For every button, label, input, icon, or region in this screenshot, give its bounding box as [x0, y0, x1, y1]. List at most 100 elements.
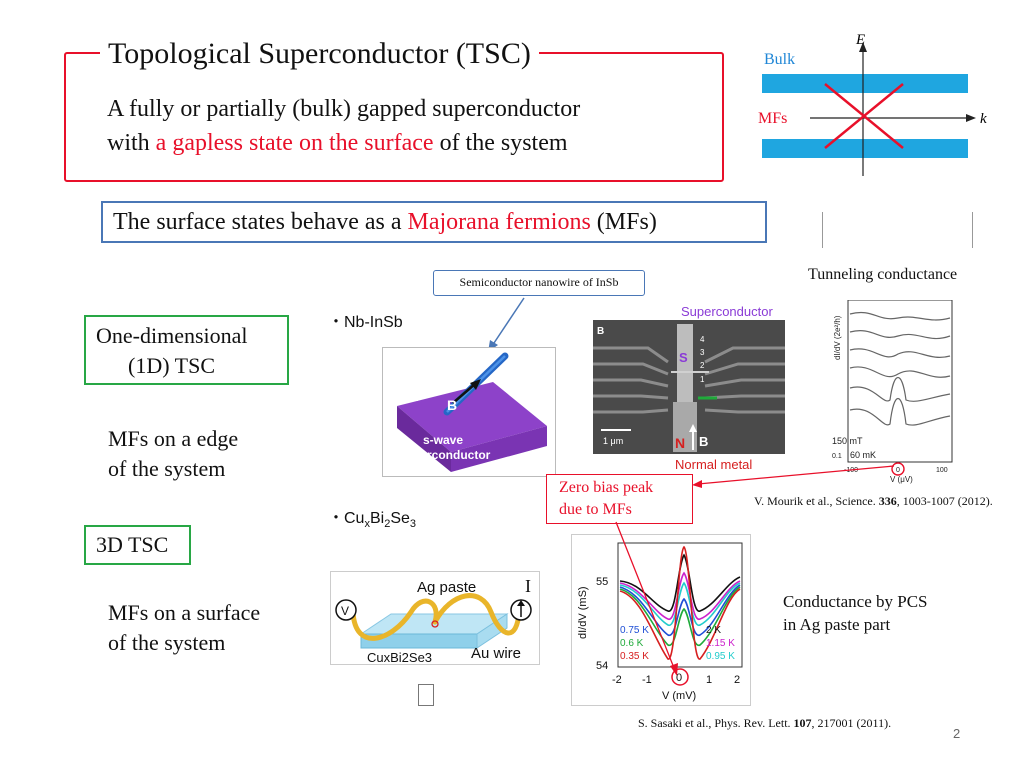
gate-1: 1 [700, 375, 705, 384]
bso-label: B [409, 373, 419, 390]
sasaki-reference: S. Sasaki et al., Phys. Rev. Lett. 107, … [638, 716, 891, 731]
three-d-desc-line-2: of the system [108, 630, 226, 655]
legend-095k: 0.95 K [706, 651, 735, 662]
tunneling-xtick-pos: 100 [936, 467, 948, 474]
sem-b-arrow-label: B [699, 434, 708, 449]
bso-sub: so [419, 382, 430, 393]
bulk-label: Bulk [764, 51, 795, 68]
zbp-line-2: due to MFs [559, 501, 632, 518]
voltmeter-label: V [341, 604, 349, 618]
legend-2k: 2 K [706, 625, 721, 636]
sasaki-ref-prefix: S. Sasaki et al., Phys. Rev. Lett. [638, 716, 794, 730]
mourik-reference: V. Mourik et al., Science. 336, 1003-100… [754, 494, 993, 509]
substrate-line-2: superconductor [399, 448, 491, 462]
momentum-axis-arrow [966, 114, 976, 122]
legend-115k: 1.15 K [706, 638, 735, 649]
zbp-line-1: Zero bias peak [559, 479, 654, 496]
mourik-ref-suffix: , 1003-1007 (2012). [896, 494, 993, 508]
mf-dispersion-b [824, 83, 904, 149]
energy-axis-arrow [859, 42, 867, 52]
sem-superconductor-label: Superconductor [681, 304, 773, 319]
crystal-label: CuxBi2Se3 [367, 650, 432, 664]
nanowire-schematic: Bso B s-wave superconductor [397, 352, 547, 472]
one-d-label-line-1: One-dimensional [96, 323, 248, 348]
mourik-ref-prefix: V. Mourik et al., Science. [754, 494, 879, 508]
one-d-tsc-box: One-dimensional (1D) TSC [84, 315, 289, 385]
one-d-desc-line-1: MFs on a edge [108, 426, 239, 451]
tunneling-xtick-zero: 0 [896, 467, 900, 474]
definition-line-2: with a gapless state on the surface of t… [107, 126, 707, 160]
cubise-prefix: ・Cu [328, 510, 365, 527]
bracket-left [822, 212, 823, 248]
zbp-arrow-2 [615, 521, 678, 676]
bulk-band-lower [762, 139, 968, 158]
tunneling-annot-scale: 0.1 [832, 453, 842, 460]
sem-normal-metal-label: Normal metal [675, 457, 752, 472]
tunneling-plot: dI/dV (2e²/h) 150 mT 0.1 60 mK -100 0 10… [832, 300, 953, 484]
sasaki-ref-volume: 107 [793, 716, 812, 730]
cubise-label: ・CuxBi2Se3 [328, 504, 416, 530]
tunneling-xlabel: V (μV) [890, 475, 913, 484]
band-diagram: E k Bulk MFs [758, 32, 987, 176]
ag-paste-label: Ag paste [417, 579, 476, 596]
energy-label: E [855, 32, 865, 48]
zero-bias-peak-box: Zero bias peak due to MFs [546, 474, 693, 524]
cubise-sub-3: 3 [409, 518, 417, 531]
gate-2: 2 [700, 361, 705, 370]
pcs-label-line-1: Conductance by PCS [783, 592, 928, 611]
definition-suffix: of the system [433, 130, 568, 156]
pcs-xtick-0: 0 [676, 672, 682, 684]
one-d-description: MFs on a edge of the system [108, 424, 238, 484]
pcs-ylabel: dI/dV (mS) [577, 586, 589, 639]
sem-corner-b: B [597, 326, 604, 337]
cubise-bi: Bi [369, 510, 385, 527]
cubise-se: Se [390, 510, 410, 527]
definition-text: A fully or partially (bulk) gapped super… [107, 92, 707, 160]
tunneling-annot-temp: 60 mK [850, 450, 876, 460]
bulk-band-upper [762, 74, 968, 93]
momentum-label: k [980, 111, 987, 127]
zbp-arrow-1 [692, 465, 895, 488]
cubise-sub-x: x [364, 518, 370, 531]
mfs-label: MFs [758, 110, 787, 127]
sem-scale-bar: 1 μm [603, 436, 623, 446]
pcs-ytick-54: 54 [596, 660, 608, 672]
pcs-schematic: V I Ag paste CuxBi2Se3 Au wire [335, 576, 532, 665]
legend-075k: 0.75 K [620, 625, 649, 636]
nanowire-label: Semiconductor nanowire of InSb [433, 270, 645, 296]
pcs-plot: dI/dV (mS) 55 54 -2 -1 0 1 2 V (mV) 0.75… [577, 542, 743, 702]
bracket-right [972, 212, 973, 248]
sasaki-ref-suffix: , 217001 (2011). [811, 716, 892, 730]
one-d-label-line-2: (1D) TSC [128, 353, 215, 378]
current-label: I [525, 576, 531, 596]
gate-3: 3 [700, 348, 705, 357]
legend-06k: 0.6 K [620, 638, 644, 649]
svg-text:Bso: Bso [409, 373, 430, 393]
pcs-zero-bias-highlight [671, 668, 689, 686]
gate-4: 4 [700, 335, 705, 344]
pcs-xtick-m2: -2 [612, 674, 622, 686]
page-title: Topological Superconductor (TSC) [100, 36, 539, 72]
sem-image: Superconductor B S 4 3 2 1 1 μm N B Norm… [593, 304, 785, 472]
tunneling-conductance-label: Tunneling conductance [808, 266, 958, 283]
tunneling-annot-field: 150 mT [832, 436, 863, 446]
surface-states-box: The surface states behave as a Majorana … [101, 201, 767, 243]
nb-insb-label: ・Nb-InSb [328, 314, 403, 331]
surface-suffix: (MFs) [590, 209, 657, 235]
three-d-tsc-box: 3D TSC [84, 525, 191, 565]
placeholder-box-icon [418, 684, 434, 706]
sem-n-label: N [675, 435, 685, 451]
cubise-sub-2: 2 [384, 518, 391, 531]
pcs-schematic-frame: V I Ag paste CuxBi2Se3 Au wire [330, 571, 540, 665]
pcs-plot-frame: dI/dV (mS) 55 54 -2 -1 0 1 2 V (mV) 0.75… [571, 534, 751, 706]
pcs-xtick-1: 1 [706, 674, 712, 686]
pcs-xlabel: V (mV) [662, 690, 696, 702]
sem-s-label: S [679, 350, 688, 365]
surface-prefix: The surface states behave as a [113, 209, 408, 235]
substrate-line-1: s-wave [423, 433, 463, 447]
pcs-xtick-m1: -1 [642, 674, 652, 686]
mourik-ref-volume: 336 [878, 494, 897, 508]
pcs-xtick-2: 2 [734, 674, 740, 686]
three-d-desc-line-1: MFs on a surface [108, 600, 261, 625]
definition-line-1: A fully or partially (bulk) gapped super… [107, 96, 581, 122]
